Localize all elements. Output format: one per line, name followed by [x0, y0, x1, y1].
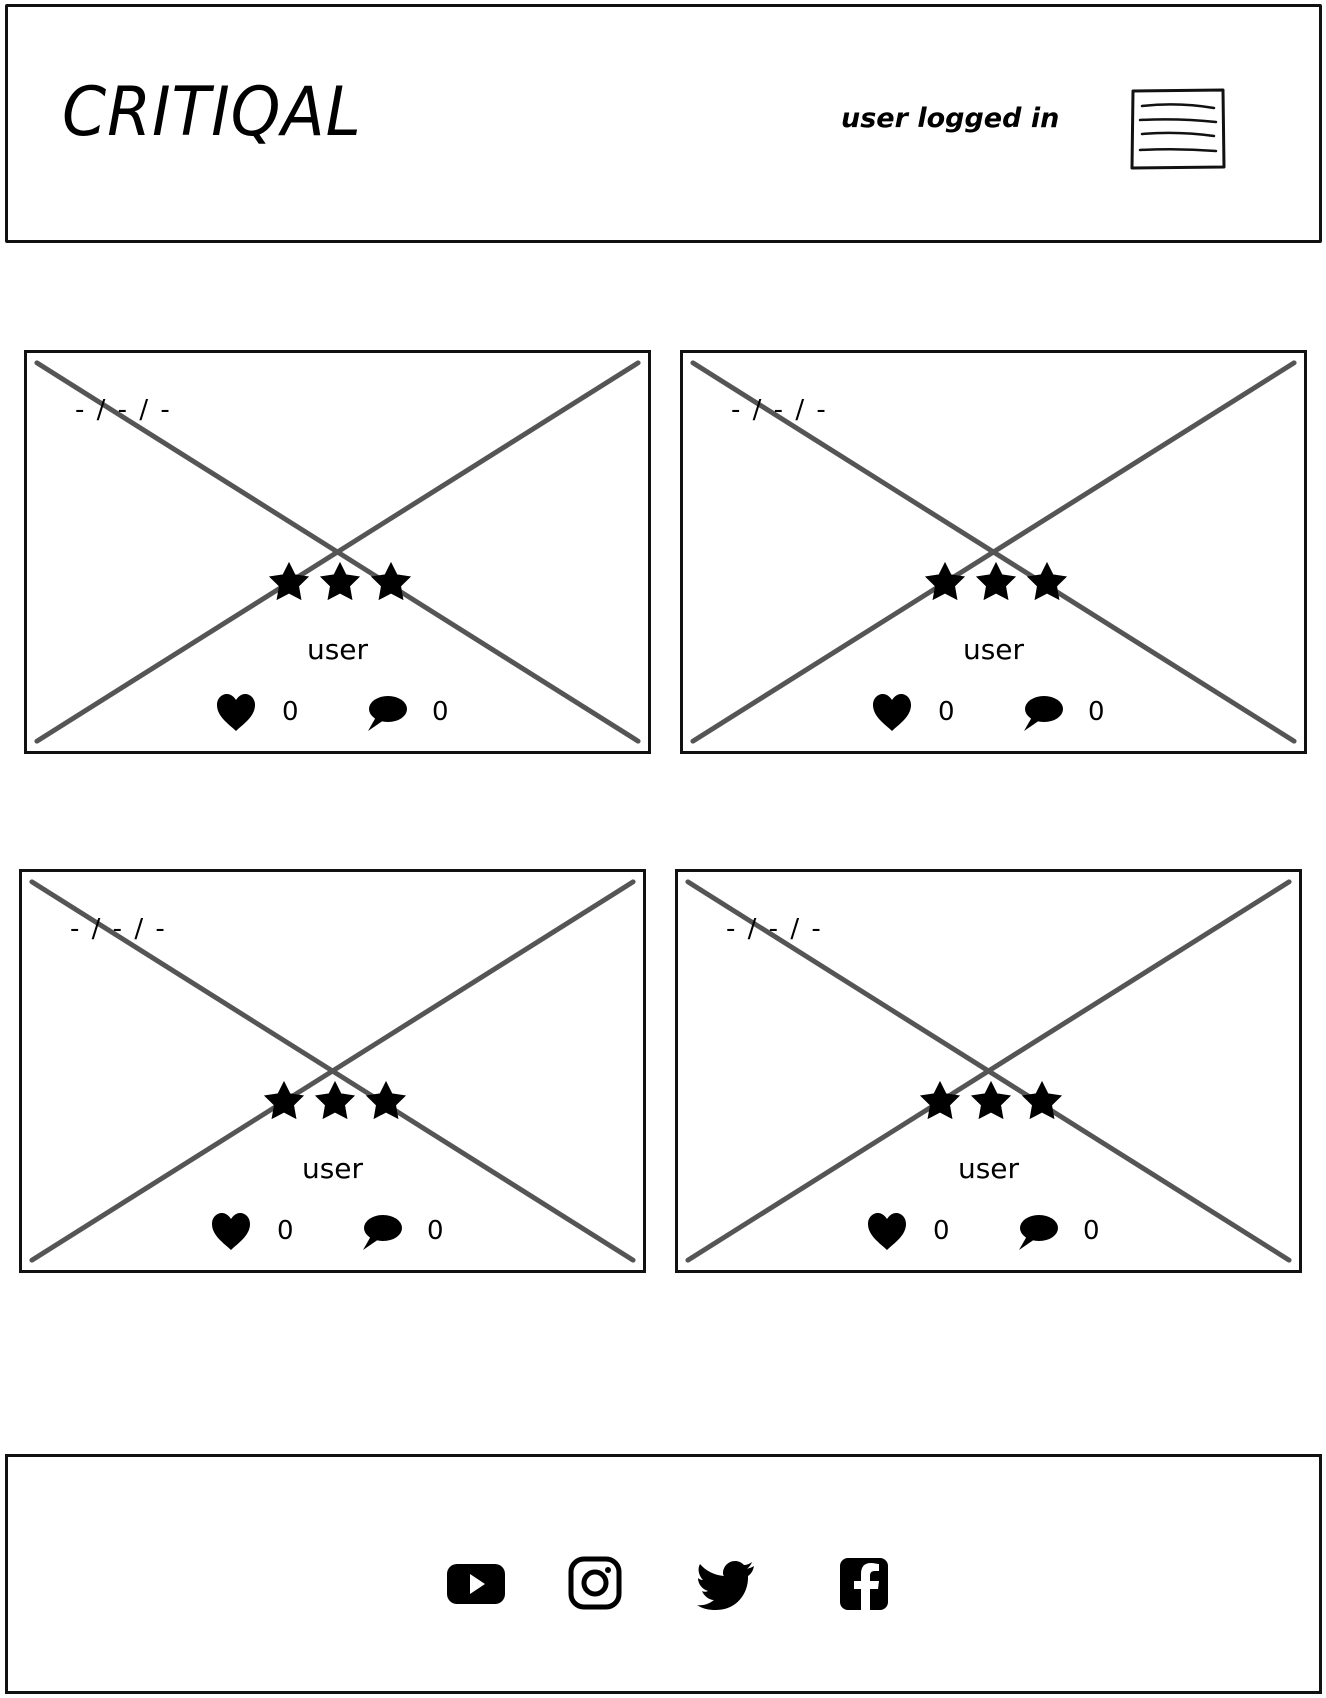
image-placeholder	[685, 879, 1292, 1263]
site-header: CRITIQAL user logged in	[5, 4, 1322, 243]
like-count: 0	[277, 1216, 294, 1246]
review-date: - / - / -	[731, 395, 828, 425]
twitter-icon[interactable]	[696, 1556, 758, 1612]
star-icon	[268, 561, 310, 601]
review-card[interactable]: - / - / - user 0 0	[19, 869, 646, 1273]
comment-bubble-icon[interactable]	[1015, 1210, 1059, 1254]
star-rating	[923, 561, 1073, 603]
star-icon	[1021, 1080, 1063, 1120]
youtube-icon[interactable]	[445, 1556, 507, 1612]
hamburger-menu-button[interactable]	[1130, 88, 1226, 170]
comment-bubble-icon[interactable]	[359, 1210, 403, 1254]
review-date: - / - / -	[75, 395, 172, 425]
heart-icon[interactable]	[870, 691, 914, 735]
hamburger-menu-icon	[1130, 88, 1226, 170]
star-icon	[263, 1080, 305, 1120]
comment-count: 0	[432, 697, 449, 727]
star-icon	[924, 561, 966, 601]
star-icon	[970, 1080, 1012, 1120]
review-card[interactable]: - / - / - user 0 0	[675, 869, 1302, 1273]
star-icon	[975, 561, 1017, 601]
site-logo[interactable]: CRITIQAL	[62, 73, 362, 152]
heart-icon[interactable]	[209, 1210, 253, 1254]
image-placeholder	[29, 879, 636, 1263]
heart-icon[interactable]	[865, 1210, 909, 1254]
review-username[interactable]: user	[957, 1152, 1020, 1185]
comment-count: 0	[1088, 697, 1105, 727]
site-footer	[5, 1454, 1322, 1694]
facebook-icon[interactable]	[833, 1556, 895, 1612]
heart-icon[interactable]	[214, 691, 258, 735]
instagram-icon[interactable]	[564, 1556, 626, 1612]
review-username[interactable]: user	[301, 1152, 364, 1185]
image-placeholder	[690, 360, 1297, 744]
image-placeholder	[34, 360, 641, 744]
comment-bubble-icon[interactable]	[1020, 691, 1064, 735]
star-rating	[267, 561, 417, 603]
review-date: - / - / -	[70, 914, 167, 944]
like-count: 0	[282, 697, 299, 727]
comment-bubble-icon[interactable]	[364, 691, 408, 735]
star-icon	[370, 561, 412, 601]
review-card[interactable]: - / - / - user 0 0	[24, 350, 651, 754]
review-date: - / - / -	[726, 914, 823, 944]
star-rating	[918, 1080, 1068, 1122]
review-card[interactable]: - / - / - user 0 0	[680, 350, 1307, 754]
review-username[interactable]: user	[962, 633, 1025, 666]
like-count: 0	[933, 1216, 950, 1246]
user-status-label: user logged in	[841, 103, 1060, 134]
star-rating	[262, 1080, 412, 1122]
review-username[interactable]: user	[306, 633, 369, 666]
star-icon	[919, 1080, 961, 1120]
comment-count: 0	[1083, 1216, 1100, 1246]
star-icon	[1026, 561, 1068, 601]
star-icon	[319, 561, 361, 601]
like-count: 0	[938, 697, 955, 727]
star-icon	[365, 1080, 407, 1120]
star-icon	[314, 1080, 356, 1120]
comment-count: 0	[427, 1216, 444, 1246]
